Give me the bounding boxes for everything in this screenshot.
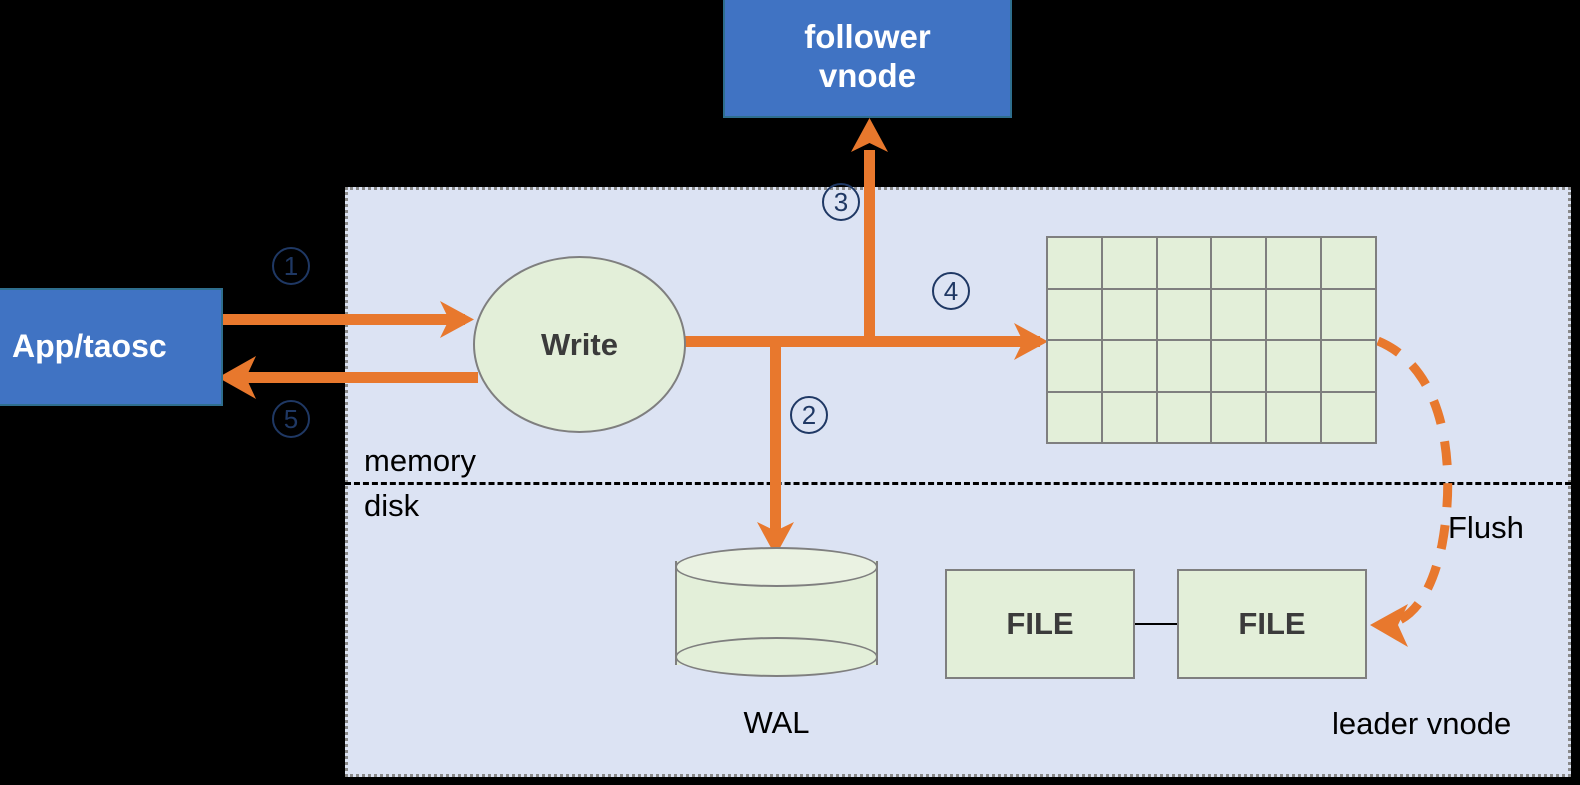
memtable-cell (1048, 392, 1101, 442)
follower-vnode-label-line1: follower (804, 18, 931, 56)
memtable-cell (1212, 392, 1266, 442)
memtable-cell (1322, 392, 1375, 442)
memtable-cell (1048, 341, 1101, 391)
memtable-cell (1322, 341, 1375, 391)
memtable-cell (1102, 289, 1156, 339)
memtable-cell (1267, 341, 1321, 391)
wal-cylinder-bottom (675, 637, 878, 677)
memtable-grid[interactable] (1046, 236, 1377, 444)
memtable-cell (1048, 289, 1101, 339)
memtable-cell (1212, 238, 1266, 288)
leader-vnode-label: leader vnode (1332, 706, 1512, 741)
edge-app-to-write (223, 314, 465, 325)
edge-write-to-memtable (684, 336, 1040, 347)
step-number-4: 4 (932, 272, 970, 310)
disk-layer-label: disk (364, 488, 420, 523)
follower-vnode-label: follower vnode (804, 18, 931, 96)
file-box-1[interactable]: FILE (945, 569, 1135, 679)
memtable-cell (1212, 289, 1266, 339)
step-number-3: 3 (822, 183, 860, 221)
memtable-cell (1157, 238, 1211, 288)
file-box-2[interactable]: FILE (1177, 569, 1367, 679)
memtable-cell (1267, 289, 1321, 339)
memtable-cell (1267, 238, 1321, 288)
memtable-cell (1322, 289, 1375, 339)
write-node[interactable]: Write (473, 256, 686, 433)
file-box-2-label: FILE (1238, 606, 1306, 641)
memtable-cell (1102, 238, 1156, 288)
wal-label: WAL (743, 705, 810, 740)
memtable-cell (1102, 341, 1156, 391)
memtable-cell (1212, 341, 1266, 391)
app-taosc-box[interactable]: App/taosc (0, 288, 223, 406)
memtable-cell (1322, 238, 1375, 288)
memory-disk-divider (345, 482, 1571, 485)
memtable-cell (1267, 392, 1321, 442)
follower-vnode-box[interactable]: follower vnode (723, 0, 1012, 118)
memtable-cell (1157, 341, 1211, 391)
app-taosc-label: App/taosc (12, 328, 167, 365)
step-number-1: 1 (272, 247, 310, 285)
memtable-cell (1102, 392, 1156, 442)
flush-label: Flush (1448, 510, 1524, 545)
write-node-label: Write (541, 326, 618, 362)
edge-write-to-app (232, 372, 478, 383)
file-box-1-label: FILE (1006, 606, 1074, 641)
wal-cylinder-top (675, 547, 878, 587)
memtable-cell (1157, 392, 1211, 442)
wal-cylinder[interactable] (675, 547, 878, 679)
follower-vnode-label-line2: vnode (818, 57, 917, 94)
step-number-5: 5 (272, 400, 310, 438)
memtable-cell (1048, 238, 1101, 288)
file-connector-line (1135, 623, 1177, 625)
step-number-2: 2 (790, 396, 828, 434)
memory-layer-label: memory (364, 443, 476, 478)
edge-write-to-wal (770, 341, 781, 541)
arrowhead-write-to-follower (851, 118, 888, 152)
memtable-cell (1157, 289, 1211, 339)
edge-write-to-follower (864, 150, 875, 342)
